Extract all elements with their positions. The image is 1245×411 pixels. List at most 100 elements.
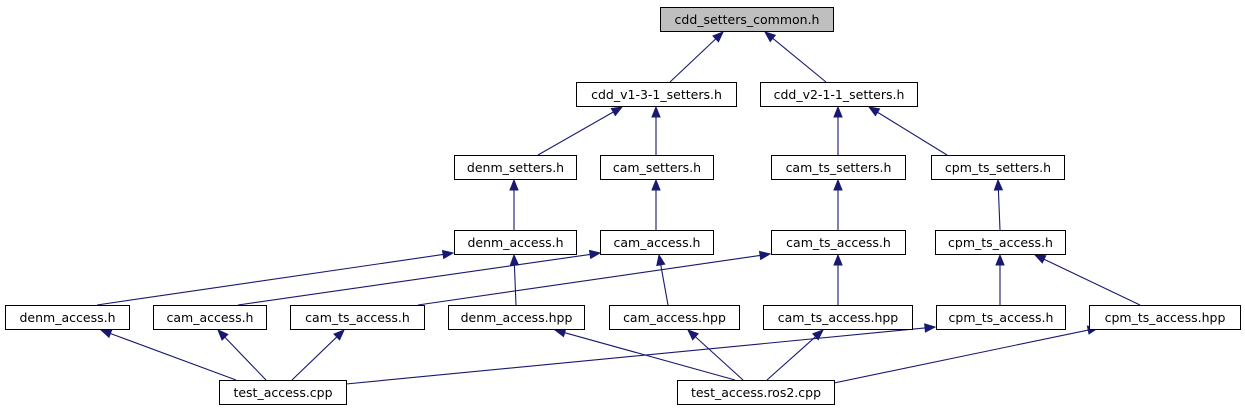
edge-line <box>660 264 669 306</box>
node-box[interactable] <box>609 305 740 330</box>
edge-cam-ts-access-h-to-cam-ts-access-h <box>417 250 772 306</box>
node-test-access-cpp[interactable]: test_access.cpp <box>219 380 347 405</box>
node-cpm-ts-access-h[interactable]: cpm_ts_access.h <box>936 305 1066 330</box>
node-box[interactable] <box>936 305 1066 330</box>
edge-cam-ts-access-h-to-cam-ts-setters-h <box>833 178 843 230</box>
arrowhead-icon <box>99 329 113 339</box>
edge-line <box>96 253 444 306</box>
edge-test-access-cpp-to-cpm-ts-access-h <box>345 323 937 385</box>
node-box[interactable] <box>448 305 585 330</box>
arrowhead-icon <box>333 329 345 341</box>
node-label: cpm_ts_access.h <box>948 235 1053 250</box>
edge-cam-access-h-to-cam-setters-h <box>651 178 661 230</box>
node-cam-ts-setters-h[interactable]: cam_ts_setters.h <box>771 155 906 180</box>
arrowhead-icon <box>924 323 937 333</box>
node-cdd-v1-3-1-setters-h[interactable]: cdd_v1-3-1_setters.h <box>576 82 737 107</box>
node-box[interactable] <box>763 305 913 330</box>
edge-denm-access-hpp-to-denm-access-h <box>509 253 520 306</box>
node-cpm-ts-setters-h[interactable]: cpm_ts_setters.h <box>931 155 1065 180</box>
node-denm-access-h[interactable]: denm_access.h <box>5 305 130 330</box>
node-cpm-ts-access-hpp[interactable]: cpm_ts_access.hpp <box>1089 305 1241 330</box>
node-label: cpm_ts_setters.h <box>945 160 1051 175</box>
node-box[interactable] <box>219 380 347 405</box>
node-cdd-v2-1-1-setters-h[interactable]: cdd_v2-1-1_setters.h <box>760 82 918 107</box>
node-cpm-ts-access-h[interactable]: cpm_ts_access.h <box>935 230 1066 255</box>
edge-cpm-ts-setters-h-to-cdd-v2-1-1-setters-h <box>867 106 948 156</box>
arrowhead-icon <box>833 178 843 191</box>
node-denm-setters-h[interactable]: denm_setters.h <box>454 155 577 180</box>
node-cdd-setters-common-h[interactable]: cdd_setters_common.h <box>660 7 834 32</box>
node-box[interactable] <box>771 230 906 255</box>
node-label: denm_access.hpp <box>461 310 573 325</box>
edge-denm-access-h-to-denm-setters-h <box>509 178 519 230</box>
arrowhead-icon <box>509 253 520 266</box>
node-box[interactable] <box>290 305 425 330</box>
edge-test-access-cpp-to-cam-ts-access-h <box>291 329 345 381</box>
node-label: cam_ts_setters.h <box>786 160 892 175</box>
edge-line <box>1043 258 1141 306</box>
edge-line <box>291 336 338 381</box>
node-label: denm_access.h <box>20 310 116 325</box>
node-box[interactable] <box>600 230 714 255</box>
node-denm-access-hpp[interactable]: denm_access.hpp <box>448 305 585 330</box>
node-test-access-ros2-cpp[interactable]: test_access.ros2.cpp <box>677 380 835 405</box>
edge-cpm-ts-access-h-to-cpm-ts-setters-h <box>993 178 1004 231</box>
node-label: cdd_setters_common.h <box>675 12 820 27</box>
node-label: cam_ts_access.hpp <box>778 310 899 325</box>
arrowhead-icon <box>588 249 602 260</box>
edge-denm-access-h-to-denm-access-h <box>96 249 455 306</box>
node-box[interactable] <box>5 305 130 330</box>
node-box[interactable] <box>1089 305 1241 330</box>
node-label: cdd_v2-1-1_setters.h <box>774 87 905 102</box>
node-box[interactable] <box>760 82 918 107</box>
arrowhead-icon <box>687 329 699 341</box>
node-box[interactable] <box>576 82 737 107</box>
edge-test-access-cpp-to-cam-access-h <box>217 329 267 381</box>
node-cam-ts-access-hpp[interactable]: cam_ts_access.hpp <box>763 305 913 330</box>
edge-line <box>772 37 827 83</box>
edge-test-access-cpp-to-denm-access-h <box>99 329 237 381</box>
node-cam-setters-h[interactable]: cam_setters.h <box>600 155 714 180</box>
arrowhead-icon <box>833 253 843 266</box>
arrowhead-icon <box>509 178 519 191</box>
node-label: test_access.ros2.cpp <box>691 385 821 400</box>
node-label: cam_setters.h <box>613 160 701 175</box>
arrowhead-icon <box>995 253 1005 266</box>
node-cam-access-h[interactable]: cam_access.h <box>153 305 267 330</box>
node-box[interactable] <box>771 155 906 180</box>
edge-cdd-v2-1-1-setters-h-to-cdd-setters-common-h <box>763 31 827 83</box>
arrowhead-icon <box>1033 254 1047 264</box>
edge-line <box>237 253 591 306</box>
edge-cam-access-h-to-cam-access-h <box>237 249 602 306</box>
edge-line <box>345 327 926 385</box>
edge-line <box>513 264 517 306</box>
node-cam-access-h[interactable]: cam_access.h <box>600 230 714 255</box>
node-box[interactable] <box>600 155 714 180</box>
node-box[interactable] <box>454 230 577 255</box>
edge-line <box>417 254 761 306</box>
node-box[interactable] <box>153 305 267 330</box>
arrowhead-icon <box>656 253 666 267</box>
node-cam-access-hpp[interactable]: cam_access.hpp <box>609 305 740 330</box>
edge-cam-setters-h-to-cdd-v1-3-1-setters-h <box>651 105 661 155</box>
arrowhead-icon <box>651 105 661 118</box>
node-box[interactable] <box>454 155 577 180</box>
node-denm-access-h[interactable]: denm_access.h <box>454 230 577 255</box>
node-box[interactable] <box>660 7 834 32</box>
arrowhead-icon <box>812 329 825 341</box>
node-label: cam_access.h <box>167 310 254 325</box>
node-box[interactable] <box>935 230 1066 255</box>
edge-cpm-ts-access-hpp-to-cpm-ts-access-h <box>1033 254 1141 306</box>
node-label: cpm_ts_access.h <box>949 310 1054 325</box>
edge-cpm-ts-access-h-to-cpm-ts-access-h <box>995 253 1005 305</box>
node-box[interactable] <box>677 380 835 405</box>
edge-line <box>224 336 267 381</box>
node-box[interactable] <box>931 155 1065 180</box>
node-cam-ts-access-h[interactable]: cam_ts_access.h <box>290 305 425 330</box>
edges-layer <box>96 31 1141 385</box>
node-cam-ts-access-h[interactable]: cam_ts_access.h <box>771 230 906 255</box>
node-label: test_access.cpp <box>233 385 332 400</box>
edge-cam-ts-access-hpp-to-cam-ts-access-h <box>833 253 843 305</box>
edge-test-access-ros2-cpp-to-cam-ts-access-hpp <box>766 329 825 381</box>
